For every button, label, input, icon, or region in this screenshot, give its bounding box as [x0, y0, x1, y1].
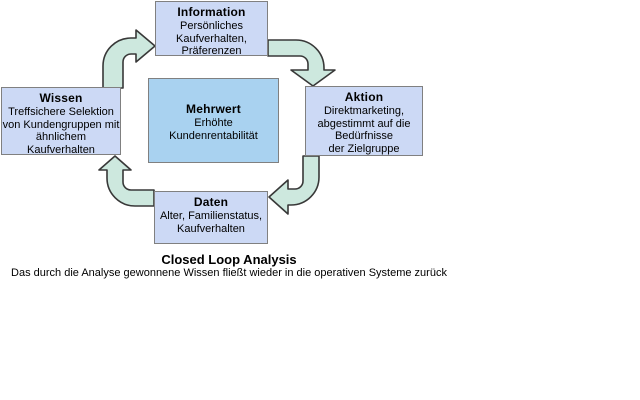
diagram-subtitle: Das durch die Analyse gewonnene Wissen f… — [11, 267, 447, 279]
node-wissen-line: von Kundengruppen mit — [2, 118, 120, 131]
arrow-wissen-to-information-icon — [102, 29, 156, 89]
arrow-daten-to-wissen-icon — [98, 155, 155, 207]
node-aktion-line: der Zielgruppe — [328, 142, 400, 155]
node-information-title: Information — [177, 5, 246, 19]
node-aktion-line: Bedürfnisse — [334, 130, 394, 142]
diagram-title: Closed Loop Analysis — [161, 252, 297, 267]
node-aktion: Aktion Direktmarketing, abgestimmt auf d… — [305, 86, 423, 156]
node-information: Information Persönliches Kaufverhalten, … — [155, 1, 268, 57]
node-information-line: Kaufverhalten, — [176, 32, 247, 45]
arrow-aktion-to-daten-icon — [268, 155, 320, 215]
node-wissen-title: Wissen — [39, 91, 83, 105]
arrow-information-to-aktion-icon — [267, 39, 336, 87]
node-aktion-line: abgestimmt auf die — [317, 117, 411, 130]
node-wissen-line: Treffsichere Selektion — [8, 106, 114, 118]
node-daten-line: Kaufverhalten — [177, 222, 245, 235]
node-information-line: Persönliches — [180, 20, 243, 32]
node-mehrwert-title: Mehrwert — [186, 102, 241, 116]
diagram-caption: Closed Loop Analysis Das durch die Analy… — [3, 252, 455, 280]
node-mehrwert-line: Kundenrentabilität — [169, 129, 258, 142]
node-wissen: Wissen Treffsichere Selektion von Kunden… — [1, 87, 121, 156]
node-daten-title: Daten — [193, 195, 229, 209]
node-wissen-line: ähnlichem — [35, 131, 87, 143]
node-daten: Daten Alter, Familienstatus, Kaufverhalt… — [154, 191, 268, 244]
node-information-line: Präferenzen — [181, 45, 242, 57]
node-daten-line: Alter, Familienstatus, — [159, 210, 263, 222]
node-aktion-line: Direktmarketing, — [323, 105, 405, 117]
node-mehrwert-line: Erhöhte — [194, 117, 233, 129]
node-wissen-line: Kaufverhalten — [27, 143, 95, 156]
node-aktion-title: Aktion — [344, 90, 384, 104]
node-mehrwert: Mehrwert Erhöhte Kundenrentabilität — [148, 78, 279, 163]
